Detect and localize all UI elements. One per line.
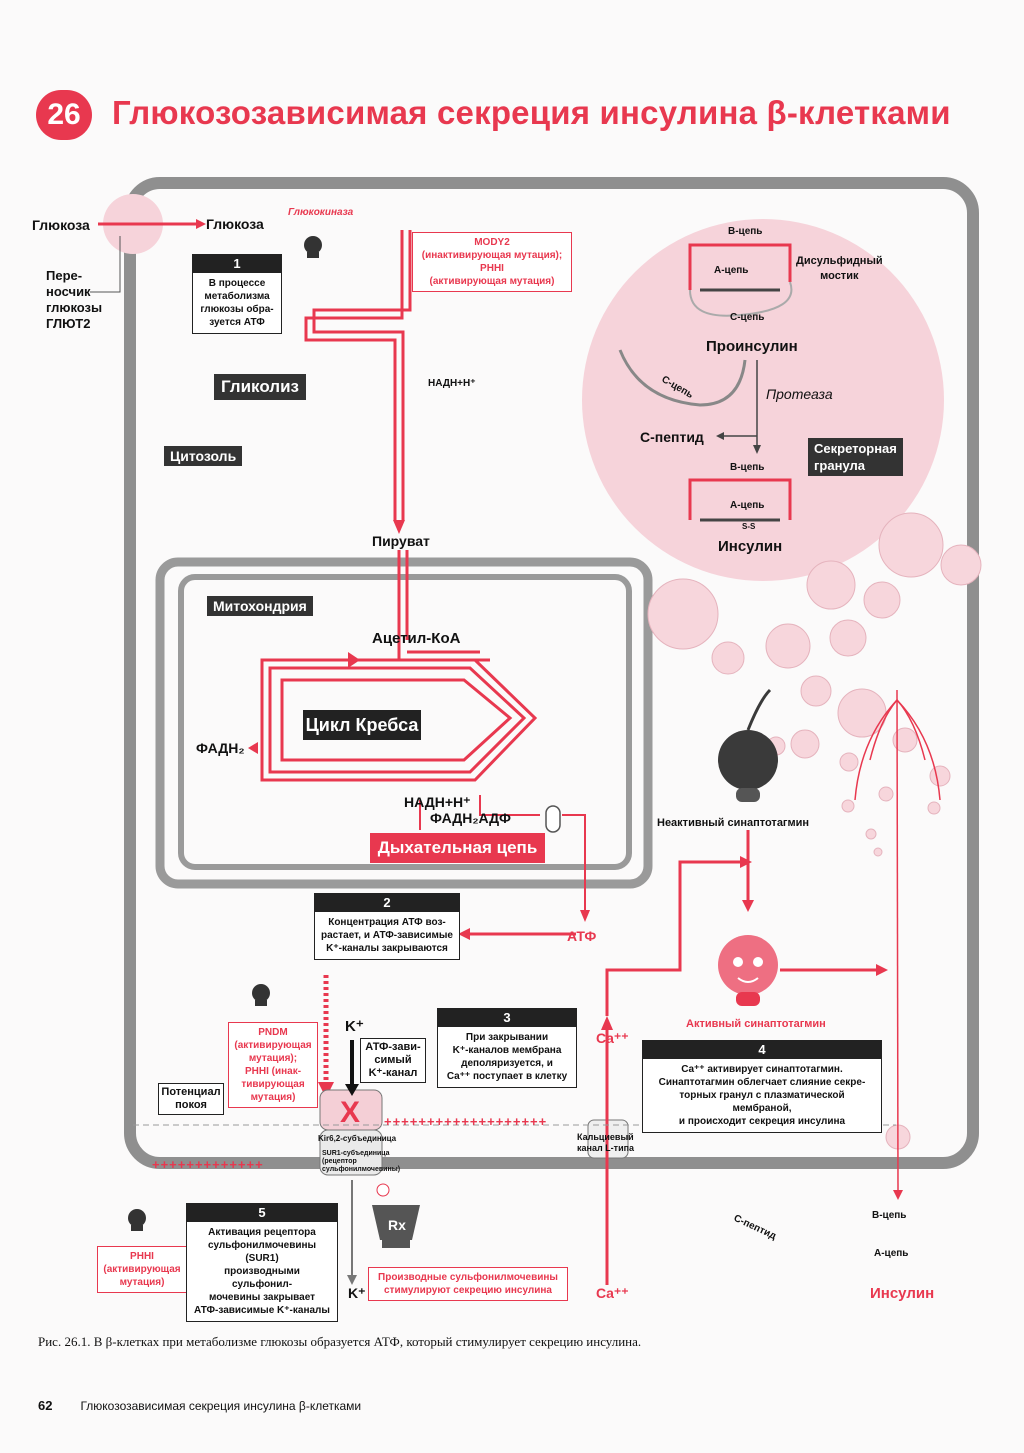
disulfide-label: Дисульфидный мостик bbox=[796, 255, 883, 282]
exocytosis-spray bbox=[854, 689, 941, 1191]
respiratory-flow bbox=[419, 795, 586, 910]
a-chain2-label: А-цепь bbox=[730, 500, 765, 511]
step-5-number: 5 bbox=[187, 1204, 337, 1222]
figure-caption: Рис. 26.1. В β-клетках при метаболизме г… bbox=[38, 1334, 642, 1349]
a-chain3-label: А-цепь bbox=[874, 1248, 909, 1259]
respiratory-chain-label: Дыхательная цепь bbox=[370, 833, 545, 863]
step-4-text: Ca⁺⁺ активирует синаптотагмин. Синаптота… bbox=[658, 1064, 866, 1127]
membrane-plus-left: +++++++++++++ bbox=[152, 1157, 264, 1172]
b-chain3-label: В-цепь bbox=[872, 1210, 907, 1221]
step-1-text: В процессе метаболизма глюкозы обра- зуе… bbox=[200, 278, 274, 328]
page-footer: 62 Глюкозозависимая секреция инсулина β-к… bbox=[38, 1398, 361, 1413]
active-synaptotagmin bbox=[718, 935, 778, 995]
ca-bottom-label: Ca⁺⁺ bbox=[596, 1285, 629, 1301]
page-title: Глюкозозависимая секреция инсулина β-кле… bbox=[112, 94, 951, 131]
phhi-box: PHHI (активирующая мутация) bbox=[97, 1246, 187, 1293]
insulin-out-label: Инсулин bbox=[870, 1285, 935, 1302]
pndm-box: PNDM (активирующая мутация); PHHI (инак-… bbox=[228, 1022, 318, 1108]
page-number: 62 bbox=[38, 1398, 53, 1413]
atp-label: АТФ bbox=[567, 928, 597, 944]
rx-mortar-icon: Rx bbox=[372, 1183, 420, 1248]
sur1-label: SUR1-субъединица (рецептор сульфонилмоче… bbox=[322, 1150, 401, 1173]
svg-text:Rx: Rx bbox=[388, 1217, 406, 1233]
toxic-skull-icons bbox=[128, 236, 322, 1231]
krebs-cycle-path bbox=[260, 658, 538, 782]
ca-channel-label: Кальциевый канал L-типа bbox=[577, 1132, 635, 1153]
sulfonylurea-box: Производные сульфонилмочевины стимулирую… bbox=[368, 1267, 568, 1301]
nadh-label: НАДН+Н⁺ bbox=[404, 794, 471, 810]
vesicles bbox=[647, 512, 982, 1150]
inactive-synaptotagmin-label: Неактивный синаптотагмин bbox=[657, 817, 810, 829]
cytosol-label: Цитозоль bbox=[164, 446, 243, 466]
step-5-box: 5 Активация рецептора сульфонилмочевины … bbox=[186, 1203, 338, 1322]
secretory-granule-large bbox=[582, 219, 944, 581]
protease-label: Протеаза bbox=[766, 386, 833, 402]
closed-x-mark: X bbox=[340, 1096, 360, 1129]
glucokinase-label: Глюкокиназа bbox=[288, 207, 354, 218]
k-plus-label: K⁺ bbox=[345, 1018, 364, 1035]
glut2-label: Пере- носчик глюкозы ГЛЮТ2 bbox=[46, 268, 103, 331]
sur1-subunit bbox=[319, 1129, 383, 1176]
b-chain2-label: В-цепь bbox=[730, 462, 765, 473]
step-5-text: Активация рецептора сульфонилмочевины (S… bbox=[194, 1227, 330, 1316]
proinsulin-label: Проинсулин bbox=[706, 338, 798, 355]
step-4-box: 4 Ca⁺⁺ активирует синаптотагмин. Синапто… bbox=[642, 1040, 882, 1133]
step-1-number: 1 bbox=[193, 255, 281, 273]
active-synaptotagmin-label: Активный синаптотагмин bbox=[686, 1018, 826, 1030]
step-2-number: 2 bbox=[315, 894, 459, 912]
nadh-glycolysis-label: НАДН+Н⁺ bbox=[428, 378, 476, 389]
fadh2-adp-label: ФАДН₂АДФ bbox=[430, 810, 511, 826]
mitochondria-outer-membrane bbox=[155, 557, 653, 889]
glycolysis-path bbox=[304, 230, 490, 662]
fadh2-label: ФАДН₂ bbox=[196, 740, 245, 756]
b-chain-label: В-цепь bbox=[728, 226, 763, 237]
c-peptide-label: С-пептид bbox=[640, 429, 704, 445]
chapter-number: 26 bbox=[36, 90, 92, 140]
glucose-inside-label: Глюкоза bbox=[206, 216, 264, 232]
ca-mid-label: Ca⁺⁺ bbox=[596, 1030, 629, 1046]
a-chain-label: А-цепь bbox=[714, 265, 749, 276]
ca-to-syt-line bbox=[605, 860, 740, 1016]
secretory-granule-label: Секреторная гранула bbox=[808, 438, 903, 476]
atp-synthase bbox=[545, 805, 561, 833]
inactive-synaptotagmin bbox=[718, 730, 778, 790]
step-2-text: Концентрация АТФ воз- растает, и АТФ-зав… bbox=[321, 917, 453, 954]
cell-membrane bbox=[124, 177, 979, 1169]
step-3-text: При закрывании K⁺-каналов мембрана депол… bbox=[446, 1032, 568, 1082]
step-3-number: 3 bbox=[438, 1009, 576, 1027]
ss-bond-label: S-S bbox=[742, 522, 756, 531]
krebs-cycle-label: Цикл Кребса bbox=[303, 710, 421, 740]
step-3-box: 3 При закрывании K⁺-каналов мембрана деп… bbox=[437, 1008, 577, 1088]
proinsulin-chains bbox=[618, 243, 793, 522]
k-plus-bottom-label: K⁺ bbox=[348, 1285, 366, 1301]
footer-text: Глюкозозависимая секреция инсулина β-кле… bbox=[80, 1399, 362, 1413]
step-1-box: 1 В процессе метаболизма глюкозы обра- з… bbox=[192, 254, 282, 334]
mody2-box: MODY2 (инактивирующая мутация); PHHI (ак… bbox=[412, 232, 572, 292]
insulin-label: Инсулин bbox=[718, 538, 783, 555]
step-2-box: 2 Концентрация АТФ воз- растает, и АТФ-з… bbox=[314, 893, 460, 960]
acetyl-coa-label: Ацетил-КоА bbox=[372, 630, 461, 647]
c-chain-label: С-цепь bbox=[730, 312, 765, 323]
pyruvate-label: Пируват bbox=[372, 533, 430, 549]
glycolysis-label: Гликолиз bbox=[214, 374, 306, 400]
step-4-number: 4 bbox=[643, 1041, 881, 1059]
transporter-leader bbox=[90, 236, 121, 293]
membrane-plus-top: +++++++++++++++++++ bbox=[384, 1114, 548, 1129]
mitochondria-label: Митохондрия bbox=[207, 596, 313, 616]
mitochondria-inner-membrane bbox=[178, 574, 632, 870]
kir-label: Kir6,2-субъединица bbox=[318, 1134, 397, 1143]
glucose-outside-label: Глюкоза bbox=[32, 217, 90, 233]
katp-channel-label: АТФ-зави- симый K⁺-канал bbox=[360, 1038, 426, 1083]
resting-potential-label: Потенциал покоя bbox=[158, 1083, 224, 1115]
